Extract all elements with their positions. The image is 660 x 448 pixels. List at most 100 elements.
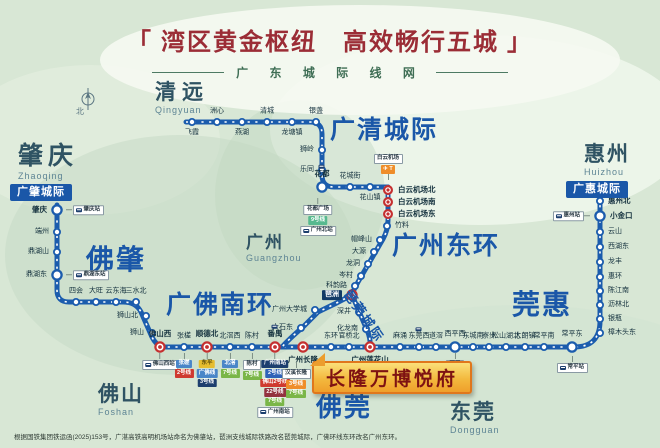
line-name-label: 广州东环 [392, 232, 501, 260]
transfer-tag: 张槎 [175, 359, 192, 368]
transfer-tag-stack: 白云机场✈ T [373, 153, 403, 180]
subtitle-dash-right [435, 72, 508, 73]
station-label: 银瓶 [608, 315, 622, 323]
line-name-label: 莞惠 [512, 289, 573, 320]
station-dot [596, 286, 605, 295]
station-dot [364, 341, 376, 353]
station-dot [356, 271, 365, 280]
station-label: 樟木头东 [608, 329, 636, 337]
line-name-label: 广佛南环 [166, 291, 275, 319]
station-label: 大源 [352, 248, 366, 256]
footnote: 根据国铁集团铁运函(2025)153号，广湛高铁高明机场站命名为佛肇站，琶洲支线… [14, 434, 402, 441]
station-label: 龙丰 [608, 258, 622, 266]
line-name-label: 广惠城际 [566, 181, 628, 198]
station-label: 龙洞 [346, 260, 360, 268]
station-label: 狮岭 [300, 146, 314, 154]
transfer-tag: 7号线 [242, 371, 262, 380]
transfer-tag: 陈村 [242, 359, 261, 370]
dotted-connector [387, 174, 389, 180]
station-dot [51, 269, 63, 281]
station-label: 飞霞 [185, 129, 199, 136]
station-dot [596, 328, 605, 337]
dotted-connector [584, 215, 590, 217]
compass-north-label: 北 [76, 107, 84, 116]
station-dot [247, 342, 256, 351]
station-dot [468, 342, 477, 351]
station-label: 麻涌 [393, 332, 407, 340]
station-dot [316, 181, 328, 193]
station-dot [237, 118, 246, 127]
transfer-tag: ✈ T [380, 165, 396, 174]
station-label: 沥林北 [608, 301, 629, 309]
dotted-connector [206, 353, 208, 359]
station-label: 岑村 [339, 272, 353, 280]
transfer-tag: 广佛线 [196, 369, 218, 378]
dotted-connector [159, 353, 161, 359]
station-dot [354, 307, 363, 316]
transfer-tag: 鼎湖东站 [72, 269, 110, 281]
station-label: 官桥北 [338, 332, 360, 340]
station-label: 花山镇 [359, 194, 381, 201]
station-label: 银盏 [309, 107, 323, 115]
station-label: 东城南 [462, 332, 484, 340]
transfer-tag: 7号线 [220, 369, 240, 378]
transfer-tag: 广州北站 [299, 225, 337, 236]
station-dot [147, 328, 156, 337]
train-icon [303, 228, 310, 233]
station-label: 陈村 [245, 332, 259, 340]
rail-line-4 [279, 292, 355, 350]
station-dot [521, 342, 530, 351]
city-pinyin: Qingyuan [155, 105, 202, 115]
city-name: 佛山 [98, 383, 144, 406]
train-icon [76, 273, 82, 277]
station-label: 白云机场南 [398, 196, 436, 206]
station-dot [369, 247, 378, 256]
dotted-connector [66, 274, 72, 276]
station-label: 常平东 [561, 330, 583, 338]
transfer-tag: 2号线 [174, 369, 194, 378]
railway-station-icon [415, 327, 422, 332]
station-dot [53, 247, 62, 256]
line-name-label: 广清城际 [330, 116, 439, 144]
station-label: 帽峰山 [351, 236, 372, 244]
station-dot [395, 342, 404, 351]
transfer-tag: 7号线 [265, 397, 285, 406]
station-label: 肇庆 [32, 204, 47, 214]
station-dot [382, 221, 391, 230]
station-label: 洲心 [210, 107, 224, 115]
transfer-tag: 广州南站 [261, 359, 289, 368]
city-name: 惠州 [584, 143, 630, 166]
transfer-tag: 佛山2号线 [259, 378, 291, 387]
station-label: 广州大学城 [272, 306, 307, 314]
transfer-tag: 22号线 [263, 388, 287, 397]
train-icon [555, 214, 562, 218]
station-label: 化龙南 [337, 325, 358, 333]
transfer-tag-stack: 常平站 [556, 356, 588, 374]
station-dot [287, 118, 296, 127]
transfer-tag: 汉溪长隆 [281, 368, 311, 379]
station-label: 惠环 [608, 273, 622, 281]
station-label: 乐同 [300, 166, 314, 174]
station-label: 西湖东 [608, 243, 629, 251]
station-dot [375, 235, 384, 244]
station-dot [201, 341, 213, 353]
station-dot [317, 145, 326, 154]
station-dot [363, 259, 372, 268]
city-pinyin: Zhaoqing [18, 171, 64, 181]
station-dot [383, 197, 394, 208]
dotted-connector [274, 353, 276, 359]
station-dot [596, 227, 605, 236]
train-icon [260, 410, 267, 415]
station-label: 番禺 [268, 324, 283, 338]
station-label: 东环 [324, 332, 338, 340]
station-label: 鼎湖山 [28, 248, 49, 256]
station-label: 燕湖 [235, 129, 249, 136]
station-dot [501, 342, 510, 351]
city-name: 清远 [155, 81, 209, 104]
